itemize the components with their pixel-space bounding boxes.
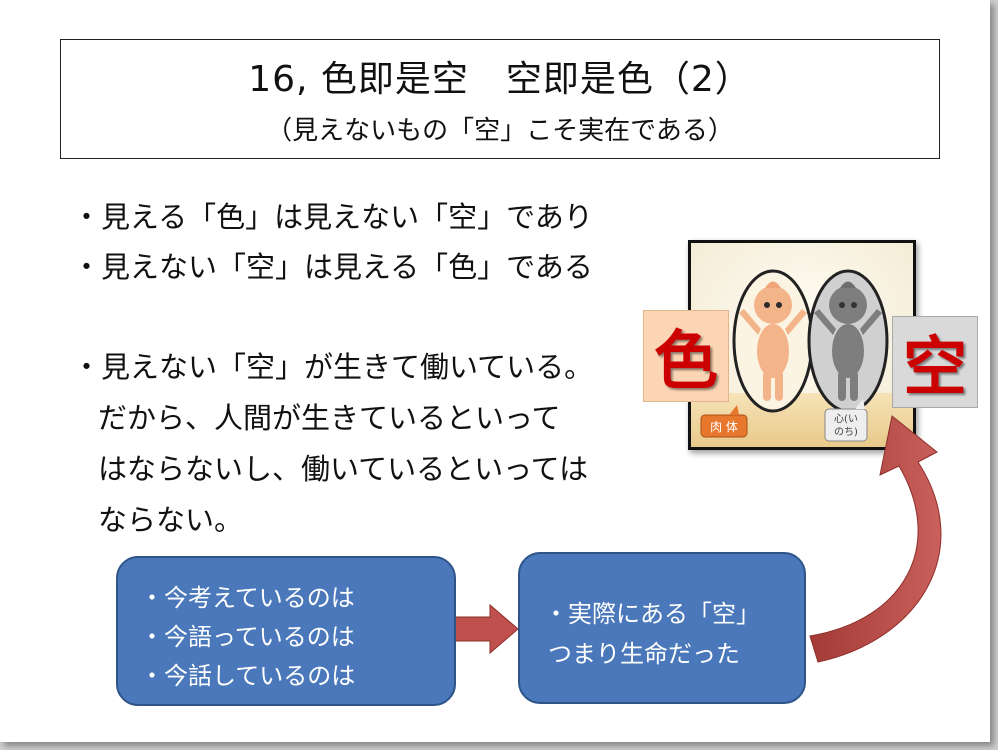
bullet-2: ・見えない「空」は見える「色」である	[72, 244, 593, 286]
ku-kanji: 空	[903, 316, 967, 408]
right-arrow-icon	[452, 602, 522, 656]
thinking-line-2: ・今語っているのは	[140, 617, 355, 652]
bullet-3-line-2: だから、人間が生きているといって	[98, 395, 561, 437]
bullet-3-line-3: はならないし、働いているといっては	[98, 446, 588, 488]
shiki-kanji-box: 色	[643, 310, 729, 402]
bullet-1: ・見える「色」は見えない「空」であり	[72, 194, 593, 236]
bullet-3-line-4: ならない。	[98, 497, 243, 539]
life-line-2: つまり生命だった	[548, 634, 740, 669]
thinking-box: ・今考えているのは ・今語っているのは ・今話しているのは	[116, 556, 456, 706]
body-label: 肉 体	[710, 420, 738, 434]
title-box: 16, 色即是空 空即是色（2） （見えないもの「空」こそ実在である）	[60, 39, 940, 159]
shiki-kanji: 色	[654, 310, 718, 402]
life-box: ・実際にある「空」 つまり生命だった	[518, 552, 806, 704]
ku-kanji-box: 空	[892, 316, 978, 408]
life-line-1: ・実際にある「空」	[544, 594, 760, 629]
thinking-line-3: ・今話しているのは	[140, 656, 355, 691]
curved-arrow-icon	[800, 400, 970, 680]
bullet-3: ・見えない「空」が生きて働いている。	[72, 344, 593, 386]
thinking-line-1: ・今考えているのは	[140, 578, 355, 613]
slide-title: 16, 色即是空 空即是色（2）	[61, 50, 939, 102]
slide-subtitle: （見えないもの「空」こそ実在である）	[61, 110, 939, 147]
